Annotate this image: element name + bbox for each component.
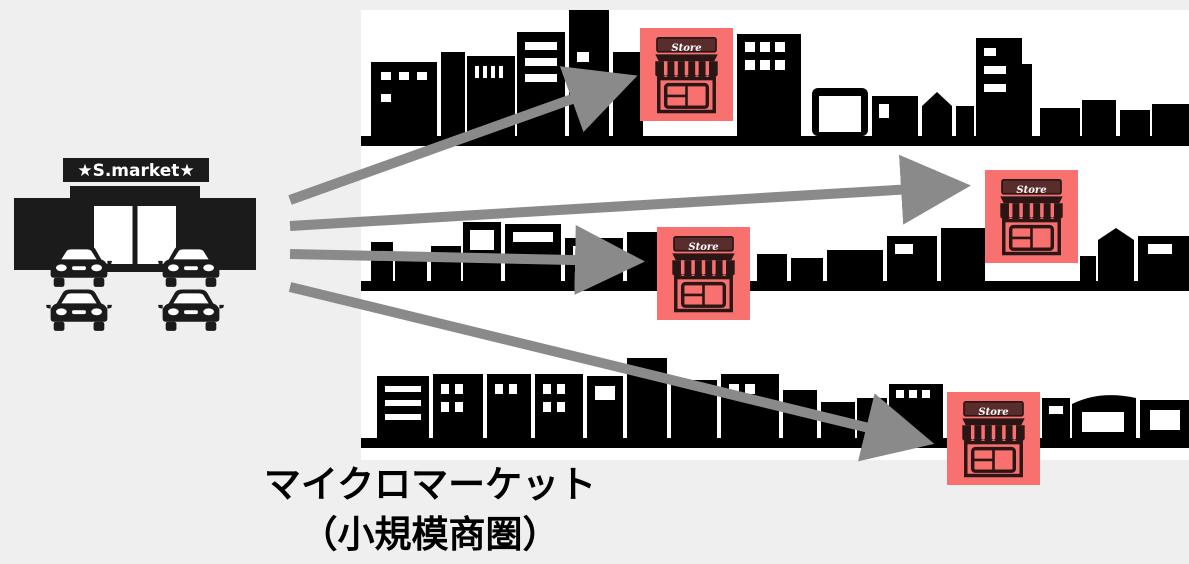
caption-title: マイクロマーケット [263,463,597,506]
store-tile-3: Store [657,227,750,320]
arrow-to-store-1 [288,66,638,205]
supermarket-sign: ★S.market★ [77,161,194,181]
arrow-to-store-4 [288,282,935,462]
arrow-to-store-2 [289,154,971,231]
svg-text:Store: Store [671,43,701,54]
store-tile-2: Store [985,170,1078,263]
svg-text:Store: Store [1016,185,1046,196]
supermarket-with-cars-icon: ★S.market★ [14,158,256,331]
caption-subtitle: （小規模商圏） [300,513,560,556]
svg-text:Store: Store [688,242,718,253]
svg-text:Store: Store [978,407,1008,418]
arrow-to-store-3 [289,225,645,296]
store-tile-4: Store [947,392,1040,485]
store-tile-1: Store [640,28,733,121]
arrows [288,66,971,462]
